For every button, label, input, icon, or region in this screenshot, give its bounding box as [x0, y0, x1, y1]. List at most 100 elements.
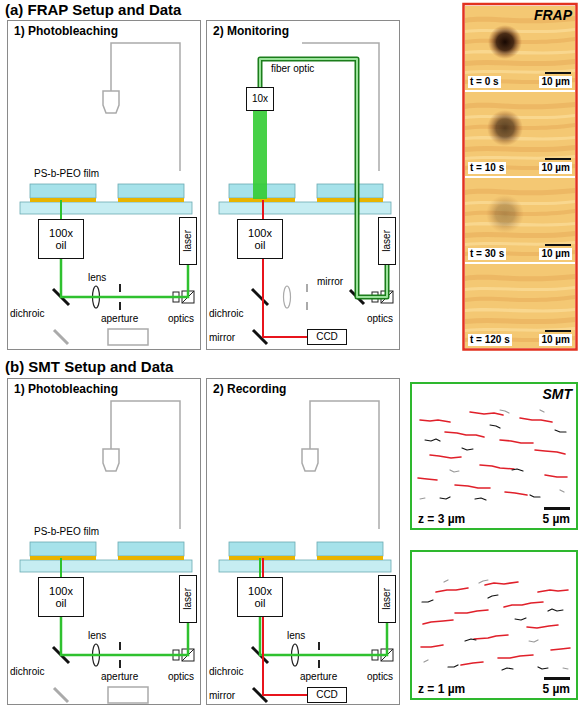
objective-lens: 100x oil: [237, 219, 283, 259]
setup-drawing: [219, 401, 393, 702]
setup-drawing: [20, 401, 194, 703]
setup-drawing: [108, 687, 148, 703]
obj-text: 100x oil: [46, 585, 76, 609]
obj10-text: 10x: [252, 93, 268, 105]
ccd-text: CCD: [316, 689, 338, 701]
fiber-optic: [260, 59, 387, 297]
smt-images: [418, 410, 570, 680]
ccd-camera: CCD: [307, 329, 347, 345]
smt-text: z = 1 µm: [416, 682, 467, 696]
laser-text: laser: [182, 230, 194, 252]
frap-image: t = 120 s10 µm: [465, 264, 575, 348]
frap-image: FRAPt = 0 s10 µm: [465, 6, 575, 90]
setup-drawing: [306, 284, 308, 310]
laser-beam: [61, 259, 188, 297]
ccd-camera: CCD: [307, 687, 347, 703]
objective-lens: 100x oil: [38, 577, 84, 617]
panel-text: 1) Photobleaching: [14, 24, 118, 39]
frap-strip: [464, 4, 577, 350]
smt-images: [418, 410, 567, 500]
setup-panel: 1) Photobleaching 100x oil laser: [7, 20, 201, 350]
emission-line: [263, 259, 307, 337]
component-label: PS-b-PEO film: [34, 526, 99, 538]
smt-image: SMTz = 3 µm5 µm: [410, 382, 578, 530]
beam-line: [61, 259, 188, 297]
emission-line: [263, 617, 307, 695]
smt-image: z = 1 µm 5 µm: [410, 550, 578, 700]
objective-lens: 100x oil: [237, 577, 283, 617]
component-label: optics: [168, 313, 194, 325]
frap-text: t = 30 s: [468, 248, 506, 260]
component-label: aperture: [101, 313, 138, 325]
component-label: mirror: [209, 690, 235, 702]
setup-drawing: [20, 542, 192, 572]
setup-drawing: [60, 200, 62, 219]
frap-strip: [464, 4, 577, 350]
component-label: mirror: [209, 332, 235, 344]
objective-lens: 10x: [246, 87, 274, 111]
panel-text: 2) Recording: [213, 382, 286, 397]
edge-label: fiber optic: [271, 63, 314, 75]
setup-drawing: [219, 542, 391, 572]
setup-drawing: [219, 43, 393, 344]
frap-strip: [488, 25, 522, 59]
emission-path: [263, 259, 307, 337]
section-heading: (b) SMT Setup and Data: [5, 358, 173, 376]
frap-strip: [545, 330, 571, 332]
fiber-outer: [260, 59, 387, 297]
component-label: lens: [88, 630, 106, 642]
frap-text: FRAP: [534, 7, 572, 23]
section-heading: (a) FRAP Setup and Data: [5, 1, 181, 19]
setup-drawing: [253, 111, 267, 199]
component-label: aperture: [101, 671, 138, 683]
obj-text: 100x oil: [46, 227, 76, 251]
setup-drawing: [54, 330, 68, 344]
component-label: aperture: [300, 671, 337, 683]
laser-beam: [61, 617, 188, 655]
setup-drawing: [20, 43, 194, 345]
frap-strip: [465, 92, 575, 176]
component-label: dichroic: [209, 308, 243, 320]
setup-panel: 1) Photobleaching100x oillaser: [7, 378, 201, 705]
setup-drawing: [262, 558, 264, 577]
beam-line: [61, 617, 188, 655]
frap-strip: [545, 244, 571, 246]
laser-source: laser: [179, 575, 197, 623]
frap-strip: [465, 6, 575, 90]
frap-text: 10 µm: [539, 248, 572, 260]
frap-text: 10 µm: [539, 76, 572, 88]
component-label: lens: [287, 630, 305, 642]
setup-drawing: [103, 401, 180, 529]
component-label: dichroic: [10, 308, 44, 320]
component-label: dichroic: [209, 666, 243, 678]
setup-drawing: [54, 688, 68, 702]
frap-text: t = 10 s: [468, 162, 506, 174]
component-label: dichroic: [10, 666, 44, 678]
setup-panel: 2) Recording 100x oil laserCCD: [206, 378, 400, 705]
frap-strip: [486, 195, 524, 233]
setup-drawing: [302, 401, 379, 529]
emission-path: [263, 617, 307, 695]
setup-drawing: [262, 200, 264, 219]
frap-image: t = 30 s 10 µm: [465, 178, 575, 262]
laser-text: laser: [381, 588, 393, 610]
laser-source: laser: [179, 217, 197, 265]
smt-text: 5 µm: [540, 512, 572, 526]
setup-drawing: [219, 184, 391, 214]
component-label: optics: [367, 671, 393, 683]
fiber-inner: [260, 59, 387, 297]
component-label: lens: [88, 272, 106, 284]
ccd-text: CCD: [316, 331, 338, 343]
frap-text: 10 µm: [539, 334, 572, 346]
frap-strip: [545, 72, 571, 74]
frap-text: 10 µm: [539, 162, 572, 174]
smt-text: 5 µm: [540, 682, 572, 696]
setup-drawing: [103, 43, 180, 171]
component-label: optics: [168, 671, 194, 683]
setup-drawing: [108, 329, 148, 345]
laser-beam: [260, 617, 387, 655]
